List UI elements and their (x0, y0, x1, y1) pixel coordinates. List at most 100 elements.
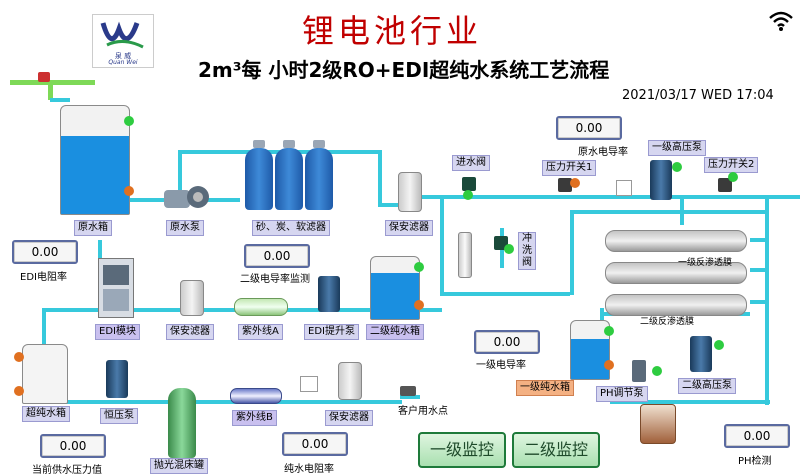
ph-pump-status (652, 366, 662, 376)
pressure-switch-1-label: 压力开关1 (542, 160, 597, 176)
raw-pump-icon[interactable] (162, 182, 210, 212)
security-filter-2[interactable] (180, 280, 204, 316)
ro2-membrane-label: 二级反渗透膜 (640, 317, 695, 327)
ro1-membrane-1[interactable] (605, 230, 747, 252)
ro1-tank-level-indicator (604, 326, 614, 336)
ro2-tank-level-indicator (414, 262, 424, 272)
constant-pressure-pump[interactable] (106, 360, 128, 398)
upw-tank[interactable] (22, 344, 68, 404)
logo-text: 泉 威 (114, 52, 132, 60)
ro2-pure-water-tank[interactable] (370, 256, 420, 320)
ro1-tank-alarm-indicator (604, 360, 614, 370)
const-pump-label: 恒压泵 (100, 408, 138, 424)
pressure-switch-1[interactable] (558, 178, 572, 192)
softener-label: 砂、炭、软滤器 (252, 220, 330, 236)
security-filter-2-label: 保安滤器 (166, 324, 214, 340)
security-filter-3-label: 保安滤器 (325, 410, 373, 426)
datetime: 2021/03/17 WED 17:04 (622, 88, 774, 103)
ro2-tank-water-level (371, 273, 419, 319)
raw-tank-alarm-indicator (124, 186, 134, 196)
uv-sterilizer-b[interactable] (230, 388, 282, 404)
hp-pump-2-status (714, 340, 724, 350)
upw-tank-alarm-indicator (14, 386, 24, 396)
raw-conductivity-sensor (616, 180, 632, 196)
supply-pressure-display: 0.00 (40, 434, 106, 458)
raw-tank-water-level (61, 136, 129, 214)
logo-mark-icon (100, 21, 144, 49)
inlet-valve-status (463, 190, 473, 200)
hp-pump-2[interactable] (690, 336, 712, 372)
edi-lift-pump[interactable] (318, 276, 340, 312)
flush-valve-status (504, 244, 514, 254)
ro1-pure-water-tank[interactable] (570, 320, 610, 380)
uv-b-label: 紫外线B (232, 410, 277, 426)
pressure-switch-2[interactable] (718, 178, 732, 192)
security-filter-3[interactable] (338, 362, 362, 400)
ro1-conductivity-display: 0.00 (474, 330, 540, 354)
security-filter-1-label: 保安滤器 (385, 220, 433, 236)
wifi-icon (769, 11, 793, 31)
ph-pump[interactable] (632, 360, 646, 382)
edi-resistivity-display: 0.00 (12, 240, 78, 264)
ro2-tank-alarm-indicator (414, 300, 424, 310)
pressure-switch-2-label: 压力开关2 (704, 157, 759, 173)
hp-pump-2-label: 二级高压泵 (678, 378, 736, 394)
flush-valve-label: 冲洗阀 (518, 232, 536, 270)
ro1-conductivity-label: 一级电导率 (476, 360, 526, 371)
inlet-valve-icon[interactable] (38, 72, 50, 82)
hp-pump-1[interactable] (650, 160, 672, 200)
polish-mixed-bed[interactable] (168, 388, 196, 458)
ro1-tank-label: 一级纯水箱 (516, 380, 574, 396)
security-filter-1[interactable] (398, 172, 422, 212)
pure-resistivity-display: 0.00 (282, 432, 348, 456)
company-logo: 泉 威 Quan Wei (92, 14, 154, 68)
raw-water-tank[interactable] (60, 105, 130, 215)
resistivity-sensor (300, 376, 318, 392)
ro1-tank-water-level (571, 339, 609, 379)
client-point-valve[interactable] (400, 386, 416, 396)
upw-tank-label: 超纯水箱 (22, 406, 70, 422)
ph-dosing-tank[interactable] (640, 404, 676, 444)
logo-subtext: Quan Wei (108, 59, 138, 66)
pressure-switch-2-status (728, 172, 738, 182)
ro2-conductivity-display: 0.00 (244, 244, 310, 268)
page-title: 锂电池行业 (302, 12, 483, 50)
uv-sterilizer-a[interactable] (234, 298, 288, 316)
page-subtitle: 2m³每 小时2级RO+EDI超纯水系统工艺流程 (198, 58, 610, 82)
ph-display: 0.00 (724, 424, 790, 448)
ro1-membrane-label: 一级反渗透膜 (678, 258, 733, 268)
edi-module-label: EDI模块 (95, 324, 140, 340)
client-point-label: 客户用水点 (398, 406, 448, 417)
edi-resistivity-label: EDI电阻率 (20, 272, 67, 283)
supply-pressure-label: 当前供水压力值 (32, 465, 102, 476)
edi-module[interactable] (98, 258, 134, 318)
inlet-solenoid-valve[interactable] (462, 177, 476, 191)
softener-filter[interactable] (305, 148, 333, 210)
ro2-tank-label: 二级纯水箱 (366, 324, 424, 340)
edi-lift-pump-label: EDI提升泵 (304, 324, 359, 340)
raw-conductivity-label: 原水电导率 (578, 147, 628, 158)
ro2-conductivity-label: 二级电导率监测 (240, 274, 310, 285)
raw-conductivity-display: 0.00 (556, 116, 622, 140)
flush-valve-label-text: 冲洗阀 (522, 233, 532, 268)
upw-tank-level-indicator (14, 352, 24, 362)
hp-pump-1-label: 一级高压泵 (648, 140, 706, 156)
pure-resistivity-label: 纯水电阻率 (284, 464, 334, 475)
raw-tank-level-indicator (124, 116, 134, 126)
hp-pump-1-status (672, 162, 682, 172)
raw-tank-label: 原水箱 (74, 220, 112, 236)
ph-pump-label: PH调节泵 (596, 386, 648, 402)
carbon-filter[interactable] (275, 148, 303, 210)
inlet-valve-label: 进水阀 (452, 155, 490, 171)
ro1-membrane-2[interactable] (605, 262, 747, 284)
uv-a-label: 紫外线A (238, 324, 283, 340)
ph-detect-label: PH检测 (738, 456, 772, 467)
ro2-membrane[interactable] (605, 294, 747, 316)
monitor-level-1-button[interactable]: 一级监控 (418, 432, 506, 468)
raw-pump-label: 原水泵 (166, 220, 204, 236)
monitor-level-2-button[interactable]: 二级监控 (512, 432, 600, 468)
sand-filter[interactable] (245, 148, 273, 210)
polish-bed-label: 抛光混床罐 (150, 458, 208, 474)
flush-filter[interactable] (458, 232, 472, 278)
pressure-switch-1-status (570, 178, 580, 188)
